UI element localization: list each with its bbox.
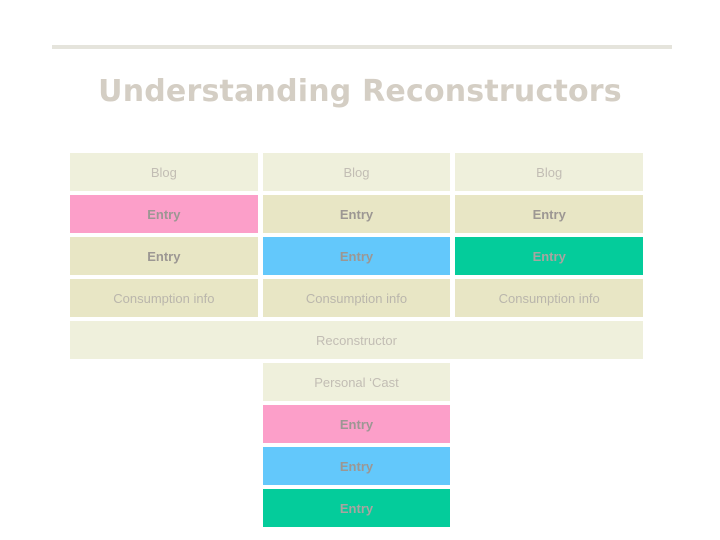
entry-bar-pink[interactable]: Entry — [262, 405, 451, 443]
spacer-left-4 — [70, 489, 258, 527]
cell-entry-2-3[interactable]: Entry — [455, 237, 644, 275]
reconstructor-diagram: Blog Blog Blog Entry Entry Entry Entry E… — [70, 153, 644, 531]
consumption-row: Consumption info Consumption info Consum… — [70, 279, 644, 317]
entry-blue-row: Entry — [70, 447, 643, 485]
spacer-left-1 — [70, 363, 258, 401]
cell-entry-1-2[interactable]: Entry — [262, 195, 451, 233]
spacer-right-4 — [455, 489, 643, 527]
spacer-right-3 — [455, 447, 643, 485]
entry-bar-green[interactable]: Entry — [262, 489, 451, 527]
personal-cast-row: Personal ‘Cast — [70, 363, 643, 401]
entry-row-1: Entry Entry Entry — [70, 195, 644, 233]
cell-blog-1[interactable]: Blog — [70, 153, 258, 191]
cell-consumption-2[interactable]: Consumption info — [262, 279, 451, 317]
spacer-left-2 — [70, 405, 258, 443]
entry-bar-blue[interactable]: Entry — [262, 447, 451, 485]
cell-consumption-3[interactable]: Consumption info — [455, 279, 644, 317]
page-title: Understanding Reconstructors — [98, 74, 622, 109]
cell-entry-1-3[interactable]: Entry — [455, 195, 644, 233]
cell-blog-3[interactable]: Blog — [455, 153, 644, 191]
reconstructor-bar[interactable]: Reconstructor — [70, 321, 643, 359]
cell-entry-2-2[interactable]: Entry — [262, 237, 451, 275]
blog-row: Blog Blog Blog — [70, 153, 644, 191]
cell-consumption-1[interactable]: Consumption info — [70, 279, 258, 317]
entry-row-2: Entry Entry Entry — [70, 237, 644, 275]
cell-entry-1-1[interactable]: Entry — [70, 195, 258, 233]
cell-blog-2[interactable]: Blog — [262, 153, 451, 191]
entry-green-row: Entry — [70, 489, 643, 527]
entry-pink-row: Entry — [70, 405, 643, 443]
cell-entry-2-1[interactable]: Entry — [70, 237, 258, 275]
spacer-left-3 — [70, 447, 258, 485]
spacer-right-2 — [455, 405, 643, 443]
personal-cast-bar[interactable]: Personal ‘Cast — [262, 363, 451, 401]
header-divider — [52, 45, 672, 49]
spacer-right-1 — [455, 363, 643, 401]
